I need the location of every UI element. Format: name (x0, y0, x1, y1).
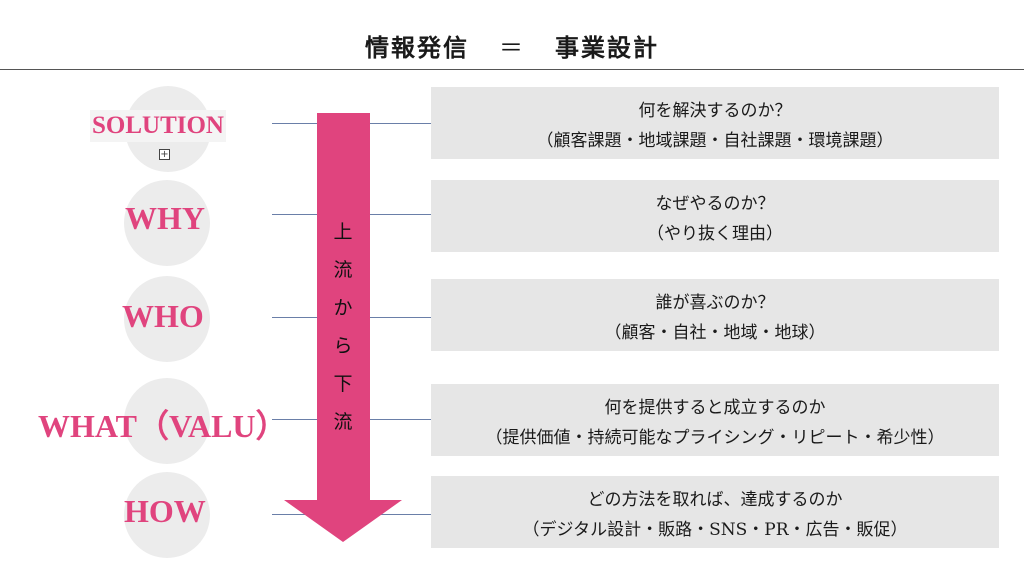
box-what: 何を提供すると成立するのか （提供価値・持続可能なプライシング・リピート・希少性… (431, 384, 999, 456)
box-question: 何を提供すると成立するのか (604, 397, 826, 418)
box-question: 何を解決するのか？ (638, 100, 792, 121)
title-equals: ＝ (499, 34, 525, 62)
arrow-char: 流 (333, 411, 353, 433)
circle-who (124, 276, 210, 362)
box-detail: （やり抜く理由） (647, 223, 783, 244)
arrow-char: 上 (333, 221, 353, 243)
label-what: WHAT（VALU） (38, 408, 288, 444)
arrow-char: か (333, 297, 353, 319)
arrow-char: 下 (333, 373, 353, 395)
box-detail: （デジタル設計・販路・SNS・PR・広告・販促） (522, 519, 908, 540)
box-detail: （顧客・自社・地域・地球） (604, 322, 826, 343)
box-question: なぜやるのか？ (655, 193, 775, 214)
arrow-char: 流 (333, 259, 353, 281)
label-why: WHY (125, 200, 205, 236)
label-solution: SOLUTION (90, 110, 226, 142)
box-question: 誰が喜ぶのか？ (655, 292, 775, 313)
page-title: 情報発信 ＝ 事業設計 (0, 28, 1024, 63)
plus-square-icon[interactable]: + (159, 149, 170, 160)
box-why: なぜやるのか？ （やり抜く理由） (431, 180, 999, 252)
title-divider (0, 69, 1024, 70)
title-right: 事業設計 (555, 33, 659, 62)
label-who: WHO (122, 298, 204, 334)
arrow-caption: 上 流 か ら 下 流 (327, 213, 359, 441)
circle-what (124, 378, 210, 464)
circle-why (124, 180, 210, 266)
label-how: HOW (124, 493, 206, 529)
arrow-char: ら (333, 335, 353, 357)
box-question: どの方法を取れば、達成するのか (587, 489, 843, 510)
circle-how (124, 472, 210, 558)
box-detail: （顧客課題・地域課題・自社課題・環境課題） (536, 130, 894, 151)
down-arrow-shape (284, 113, 402, 542)
title-left: 情報発信 (365, 33, 469, 62)
box-detail: （提供価値・持続可能なプライシング・リピート・希少性） (485, 427, 945, 448)
box-who: 誰が喜ぶのか？ （顧客・自社・地域・地球） (431, 279, 999, 351)
box-solution: 何を解決するのか？ （顧客課題・地域課題・自社課題・環境課題） (431, 87, 999, 159)
box-how: どの方法を取れば、達成するのか （デジタル設計・販路・SNS・PR・広告・販促） (431, 476, 999, 548)
